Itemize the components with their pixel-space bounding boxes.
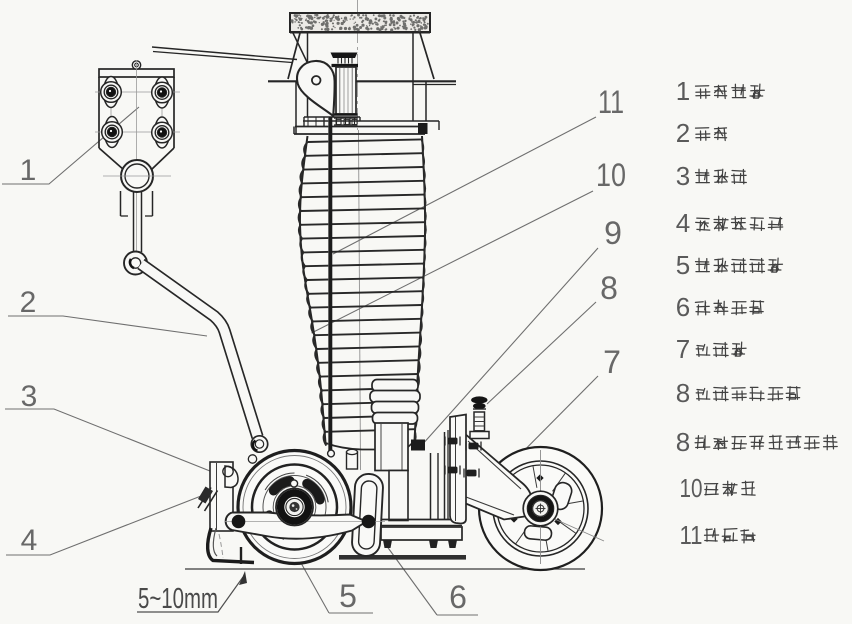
svg-text:1: 1 — [20, 154, 37, 187]
svg-text:8: 8 — [676, 378, 690, 408]
svg-text:3: 3 — [21, 380, 38, 413]
svg-text:8: 8 — [600, 270, 618, 306]
svg-text:5: 5 — [676, 250, 690, 280]
svg-text:2: 2 — [20, 286, 37, 319]
svg-text:5: 5 — [339, 578, 357, 614]
svg-text:11: 11 — [680, 520, 703, 550]
svg-text:10: 10 — [680, 473, 703, 503]
svg-text:8: 8 — [676, 427, 690, 457]
svg-text:10: 10 — [596, 157, 626, 193]
svg-text:6: 6 — [449, 579, 467, 615]
svg-text:7: 7 — [603, 344, 621, 380]
svg-text:1: 1 — [676, 76, 690, 106]
svg-text:6: 6 — [676, 292, 690, 322]
svg-text:4: 4 — [21, 524, 38, 557]
svg-text:4: 4 — [676, 208, 690, 238]
svg-text:3: 3 — [676, 161, 690, 191]
svg-text:11: 11 — [598, 84, 624, 120]
svg-text:2: 2 — [676, 118, 690, 148]
svg-text:7: 7 — [676, 334, 690, 364]
svg-text:9: 9 — [604, 215, 622, 251]
svg-text:5~10mm: 5~10mm — [138, 583, 218, 615]
